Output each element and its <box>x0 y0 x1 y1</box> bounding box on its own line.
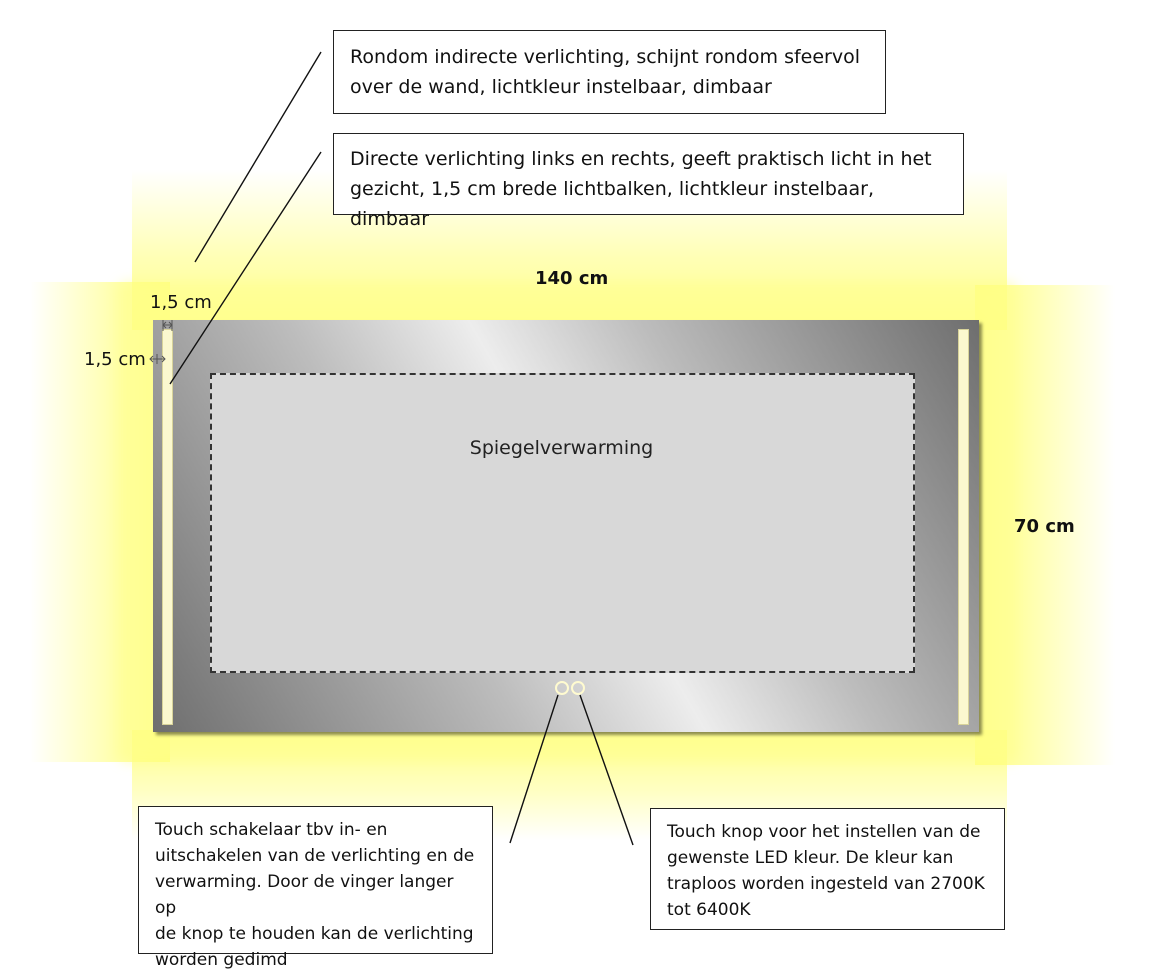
heating-zone-label: Spiegelverwarming <box>469 437 654 459</box>
bar-offset-arrow-icon <box>149 354 166 364</box>
touch-color-button[interactable] <box>571 681 585 695</box>
touch-color-leader <box>579 694 634 846</box>
callout-line: gezicht, 1,5 cm brede lichtbalken, licht… <box>350 178 875 230</box>
bar-width-arrow-icon <box>162 320 173 331</box>
callout-line: verwarming. Door de vinger langer op <box>155 872 454 918</box>
callout-line: Touch knop voor het instellen van de <box>667 822 981 842</box>
callout-line: worden gedimd <box>155 950 288 970</box>
bar-offset-dimension: 1,5 cm <box>84 349 146 370</box>
left-light-bar <box>162 329 173 725</box>
callout-line: Rondom indirecte verlichting, schijnt ro… <box>350 46 861 68</box>
touch-switch-button[interactable] <box>555 681 569 695</box>
callout-line: uitschakelen van de verlichting en de <box>155 846 475 866</box>
callout-line: over de wand, lichtkleur instelbaar, dim… <box>350 76 772 98</box>
callout-line: de knop te houden kan de verlichting <box>155 924 474 944</box>
touch-color-callout: Touch knop voor het instellen van de gew… <box>650 808 1005 930</box>
callout-line: gewenste LED kleur. De kleur kan <box>667 848 954 868</box>
right-light-bar <box>958 329 969 725</box>
indirect-light-leader <box>194 51 322 263</box>
indirect-light-callout: Rondom indirecte verlichting, schijnt ro… <box>333 30 886 114</box>
height-dimension: 70 cm <box>1014 516 1075 537</box>
touch-switch-callout: Touch schakelaar tbv in- en uitschakelen… <box>138 806 493 970</box>
callout-line: tot 6400K <box>667 900 751 920</box>
direct-light-callout: Directe verlichting links en rechts, gee… <box>333 133 964 230</box>
width-dimension: 140 cm <box>535 268 609 289</box>
touch-switch-leader <box>509 694 559 844</box>
callout-line: Touch schakelaar tbv in- en <box>155 820 388 840</box>
callout-line: Directe verlichting links en rechts, gee… <box>350 148 932 170</box>
direct-light-leader <box>169 151 322 385</box>
mirror-heating-zone <box>210 373 915 673</box>
bar-width-dimension: 1,5 cm <box>150 292 212 313</box>
callout-line: traploos worden ingesteld van 2700K <box>667 874 985 894</box>
